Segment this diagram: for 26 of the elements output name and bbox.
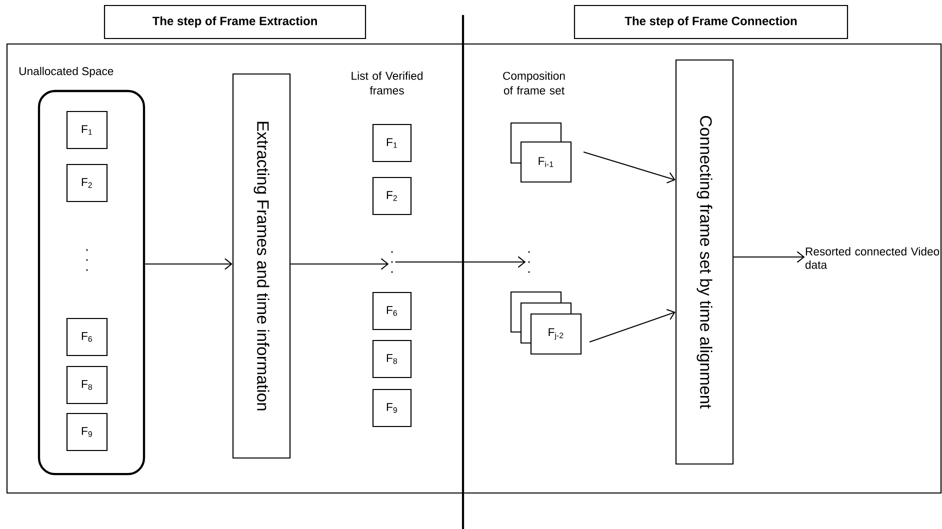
frame-stack: F$_{i-1}$ [510,122,572,183]
arrow [734,251,805,263]
frame-box: F$_{8}$ [66,366,108,404]
column-heading: Composition of frame set [503,72,565,94]
arrow [583,152,676,184]
arrow [395,256,526,268]
frame-box: F$_{6}$ [372,292,412,330]
frame-box: F$_{1}$ [66,110,108,150]
frame-box: F$_{6}$ [66,318,108,356]
process-box: Connecting frame set by time alignment [675,59,734,465]
frame-box: F$_{2}$ [372,176,412,216]
frame-box: F$_{1}$ [372,124,412,162]
arrow [290,258,389,270]
process-box: Extracting Frames and time information [232,73,291,459]
output-text: Resorted connected Video data [806,247,940,269]
node-label: Unallocated Space [19,66,114,78]
step-title-box: The step of Frame Extraction [104,4,366,40]
step-title-box: The step of Frame Connection [574,4,848,40]
arrow [589,308,676,342]
frame-stack: F$_{j-2}$ [510,291,582,355]
frame-box: F$_{9}$ [372,388,412,428]
frame-box: F$_{2}$ [66,164,108,202]
frame-box: F$_{8}$ [372,340,412,378]
column-heading: List of Verified frames [352,72,422,94]
frame-box: F$_{9}$ [66,412,108,452]
arrow [145,258,232,270]
